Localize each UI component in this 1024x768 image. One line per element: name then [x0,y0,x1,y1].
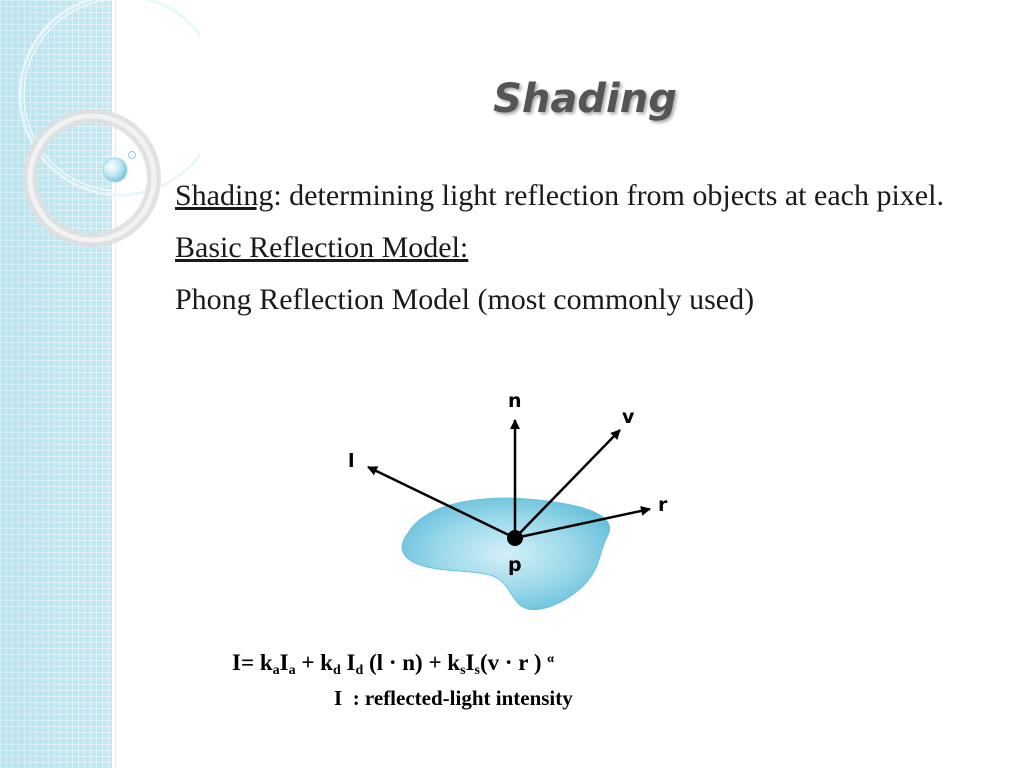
phong-model-line: Phong Reflection Model (most commonly us… [175,283,755,316]
formula-I-specular: I [465,650,475,675]
shading-term: Shading [175,179,274,212]
shading-definition-line: Shading: determining light reflection fr… [175,173,975,218]
formula-lhs: I= [232,650,255,675]
label-r: r [658,494,668,516]
formula-sub-s2: s [474,663,480,678]
formula-alpha: α [547,651,554,665]
label-p: p [508,554,522,576]
formula-k-specular: k [447,650,461,675]
phong-formula: I= kaIa + kd Id (l · n) + ksIs(v · r ) α [232,650,554,679]
decor-ring-gray-highlight [27,113,157,243]
decor-ring-large-inner [23,0,200,192]
slide-body: Shading: determining light reflection fr… [175,173,975,329]
formula-I-diffuse: I [346,650,356,675]
label-n: n [508,390,522,412]
formula-sub-a1: a [272,663,280,678]
decor-bubble [102,157,128,183]
formula-k-ambient: k [259,650,273,675]
formula-plus-2: + [428,650,442,675]
point-p [507,530,523,546]
vector-v [514,429,621,539]
label-v: v [622,406,635,428]
decorative-rings [18,0,200,247]
reflection-diagram: n v l r p [348,390,668,611]
formula-sub-s1: s [460,663,466,678]
formula-sub-d1: d [332,663,341,678]
formula-sub-a2: a [288,663,296,678]
vector-r [514,506,651,540]
legend-description: : reflected-light intensity [352,686,573,710]
formula-l-dot-n: (l · n) [369,650,423,675]
basic-model-line: Basic Reflection Model: [175,225,975,270]
formula-k-diffuse: k [320,650,333,675]
formula-I-ambient: I [279,650,289,675]
formula-plus-1: + [301,650,315,675]
formula-legend: I : reflected-light intensity [334,686,573,711]
basic-model-heading: Basic Reflection Model: [175,231,469,264]
vector-l [367,465,516,540]
legend-symbol: I [334,686,343,710]
shading-definition: : determining light reflection from obje… [273,179,944,212]
decor-ring-large [18,0,200,197]
formula-sub-d2: d [355,663,364,678]
decor-small-bubble [128,151,136,159]
surface-patch [401,497,610,611]
formula-v-dot-r: (v · r ) [479,650,542,675]
slide-title: Shading [493,76,677,122]
label-l: l [348,450,355,472]
